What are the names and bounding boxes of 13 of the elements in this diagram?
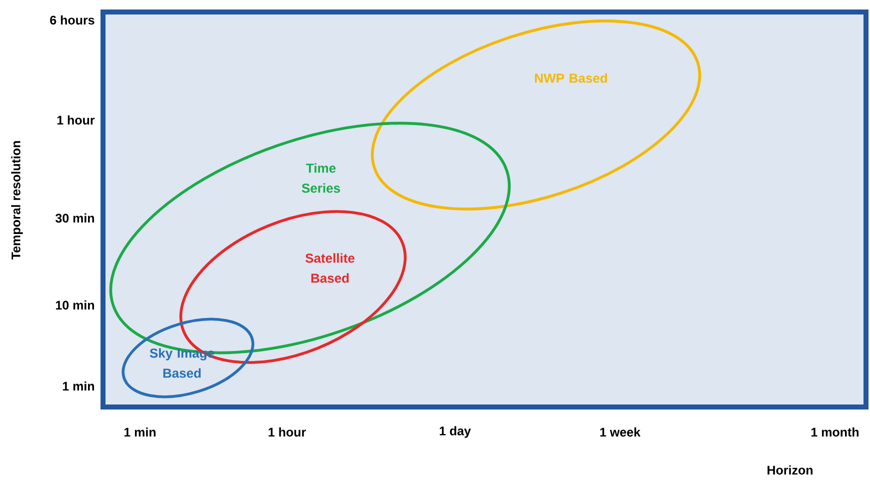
- axis-tick-label: 1 min: [124, 427, 156, 437]
- axis-tick-label: 10 min: [56, 300, 94, 310]
- axis-tick-label: 1 month: [811, 427, 859, 437]
- axis-title: Temporal resolution: [11, 141, 23, 260]
- axis-tick-label: 1 week: [600, 427, 640, 437]
- axis-title: Horizon: [768, 465, 812, 475]
- ellipse-region: NWP Based: [370, 20, 702, 210]
- axis-tick-label: 1 hour: [268, 427, 306, 437]
- axis-tick-label: 30 min: [55, 213, 94, 223]
- axis-tick-label: 1 hour: [57, 115, 95, 125]
- axis-tick-label: 6 hours: [50, 15, 94, 25]
- axis-tick-label: 1 day: [440, 426, 471, 438]
- axis-tick-label: 1 min: [62, 381, 94, 391]
